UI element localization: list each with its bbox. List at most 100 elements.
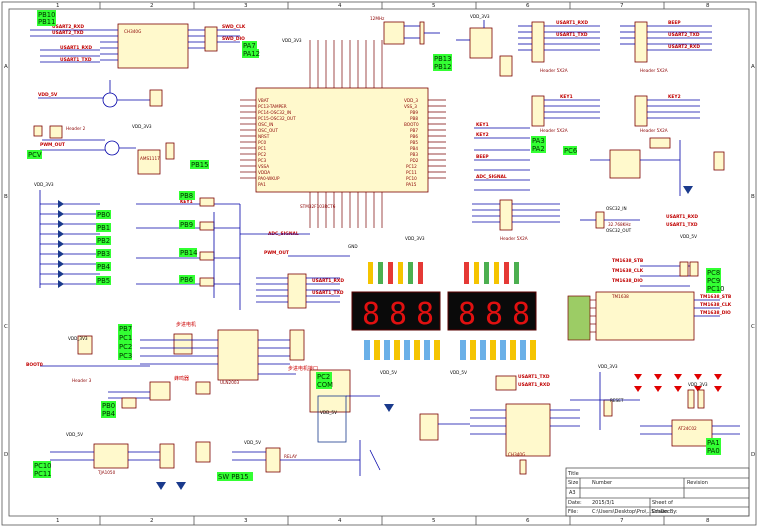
row-letter-right-d: D [751,452,755,458]
tag-pb0: PB0 [97,211,110,219]
display-pin-rows [364,262,536,360]
col-num-bot-2: 2 [150,518,154,524]
tag-pa7: PA7 [243,42,256,50]
header5x2-label-5: Header 5X2A [500,236,528,241]
mcu-pin-r1: VSS_3 [404,104,417,109]
inner-frame [8,8,750,517]
net-usart2-txd-top: USART2_TXD [52,30,84,36]
mcu-pin-r10: PD2 [410,158,419,163]
header-5x2-top-group [518,21,712,127]
seg-digit-5: 8 [485,297,503,332]
net-swd-clk-top: SWD_CLK [222,24,246,30]
mcu-pin-l7: PC0 [258,140,266,145]
mcu-pin-l10: PC3 [258,158,266,163]
tag-sw-pb15: SW PB15 [218,473,249,481]
ds18b20-block [456,20,513,77]
mcu-pin-r0: VDD_3 [404,98,418,103]
net-key2-mid: KEY2 [476,132,489,138]
frame-column-ticks [99,2,665,525]
net-beep-mid: BEEP [476,154,489,160]
net-tm-clk-r: TM1638_CLK [700,302,732,308]
relay-block [232,369,394,476]
tag-pc6: PC6 [564,147,577,155]
title-label: Title [567,471,579,477]
seg-digit-1: 8 [362,297,380,332]
net-tm-dio: TM1638_DIO [612,278,643,284]
size-label: Size [568,480,578,486]
mcu-pin-l1: PC13-TAMPER [258,104,287,109]
tag-pc2: PC2 [119,343,132,351]
revision-label: Revision [687,480,708,486]
mcu-pin-r5: PB7 [410,128,418,133]
net-usart2-rxd-top: USART2_RXD [52,24,84,30]
tag-pb3: PB3 [97,250,110,258]
tag-pc3: PC3 [119,352,132,360]
net-usart1-txd-lower: USART1_TXD [312,290,344,296]
red-led-row [634,374,722,392]
tag-pb9: PB9 [180,221,193,229]
mcu-pin-r9: PB3 [410,152,418,157]
tag-pb5: PB5 [97,277,110,285]
net-tm-clk: TM1638_CLK [612,268,644,274]
row-letter-left-c: C [4,324,8,330]
osc32-block [472,199,640,231]
net-vdd33-mcu-bot: VDD_3V3 [405,236,425,241]
mcu-pin-l6: NRST [258,134,270,139]
sheet-label: Sheet of [652,500,673,506]
col-num-top-2: 2 [150,3,154,9]
relay-part-name: RELAY [284,454,298,459]
net-key1: KEY1 [180,199,193,205]
tag-pb8: PB8 [180,192,193,200]
mcu-pin-l9: PC2 [258,152,266,157]
tag-pb10: PB10 [38,11,55,19]
tag-pa0: PA0 [707,447,720,455]
col-num-bot-6: 6 [526,518,530,524]
mcu-pin-l3: PC15-OSC32_OUT [258,116,296,121]
motor-label-cn: 步进电机 [176,321,196,328]
net-key1-mid: KEY1 [476,122,489,128]
net-key1-hdr: KEY1 [560,94,573,100]
ch340-name: CH340G [508,452,525,457]
tm1638-name: TM1638 [611,294,629,299]
tag-pb15: PB15 [191,161,208,169]
net-usart1-rxd-hdr: USART1_RXD [556,20,588,26]
mcu-pin-l8: PC1 [258,146,266,151]
header5x2-label-1: Header 5X2A [540,68,568,73]
row-letter-left-d: D [4,452,8,458]
tag-pb13: PB13 [434,55,451,63]
seg-digit-2: 8 [389,297,407,332]
mcu-pin-l14: PA1 [258,182,266,187]
net-usart1-txd-hdr: USART1_TXD [556,32,588,38]
crystal-label: 12MHz [370,16,385,21]
eeprom-name: AT24C02 [678,426,697,431]
transistor-stage [33,80,175,175]
row-letter-right-c: C [751,324,755,330]
net-usart1-rxd-lower: USART1_RXD [312,278,344,284]
net-usart1-txd-top: USART1_TXD [60,57,92,63]
motor2-label-cn: 步进电机接口 [288,365,318,372]
mcu-pin-l5: OSC_OUT [258,128,278,133]
mcu-pin-l2: PC14-OSC32_IN [258,110,291,115]
row-letter-left-a: A [4,64,8,70]
net-usart1-rxd-ch340: USART1_RXD [518,382,550,388]
mcu-pin-l13: PA0-WKUP [258,176,280,181]
net-vdd5-relay3: VDD_5V [380,370,397,375]
net-vdd5-relay: VDD_5V [244,440,261,445]
size-value: A3 [569,490,576,496]
col-num-top-1: 1 [56,3,60,9]
net-gnd-mcu: GND [348,244,358,249]
col-num-top-5: 5 [432,3,436,9]
title-block [565,467,750,517]
mcu-pin-r7: PB5 [410,140,418,145]
net-tm-stb: TM1638_STB [612,258,644,264]
drawn-label: Drawn By: [652,509,678,515]
header2-label-left: Header 2 [66,126,86,131]
col-num-top-8: 8 [706,3,710,9]
file-value: C:\Users\Desktop\Pro\...SchDoc [592,509,670,515]
net-vdd33-ams: VDD_3V3 [132,124,152,129]
net-swd-dio-top: SWD_DIO [222,36,245,42]
tag-pb2: PB2 [97,237,110,245]
header5x2-label-3: Header 5X2A [540,128,568,133]
